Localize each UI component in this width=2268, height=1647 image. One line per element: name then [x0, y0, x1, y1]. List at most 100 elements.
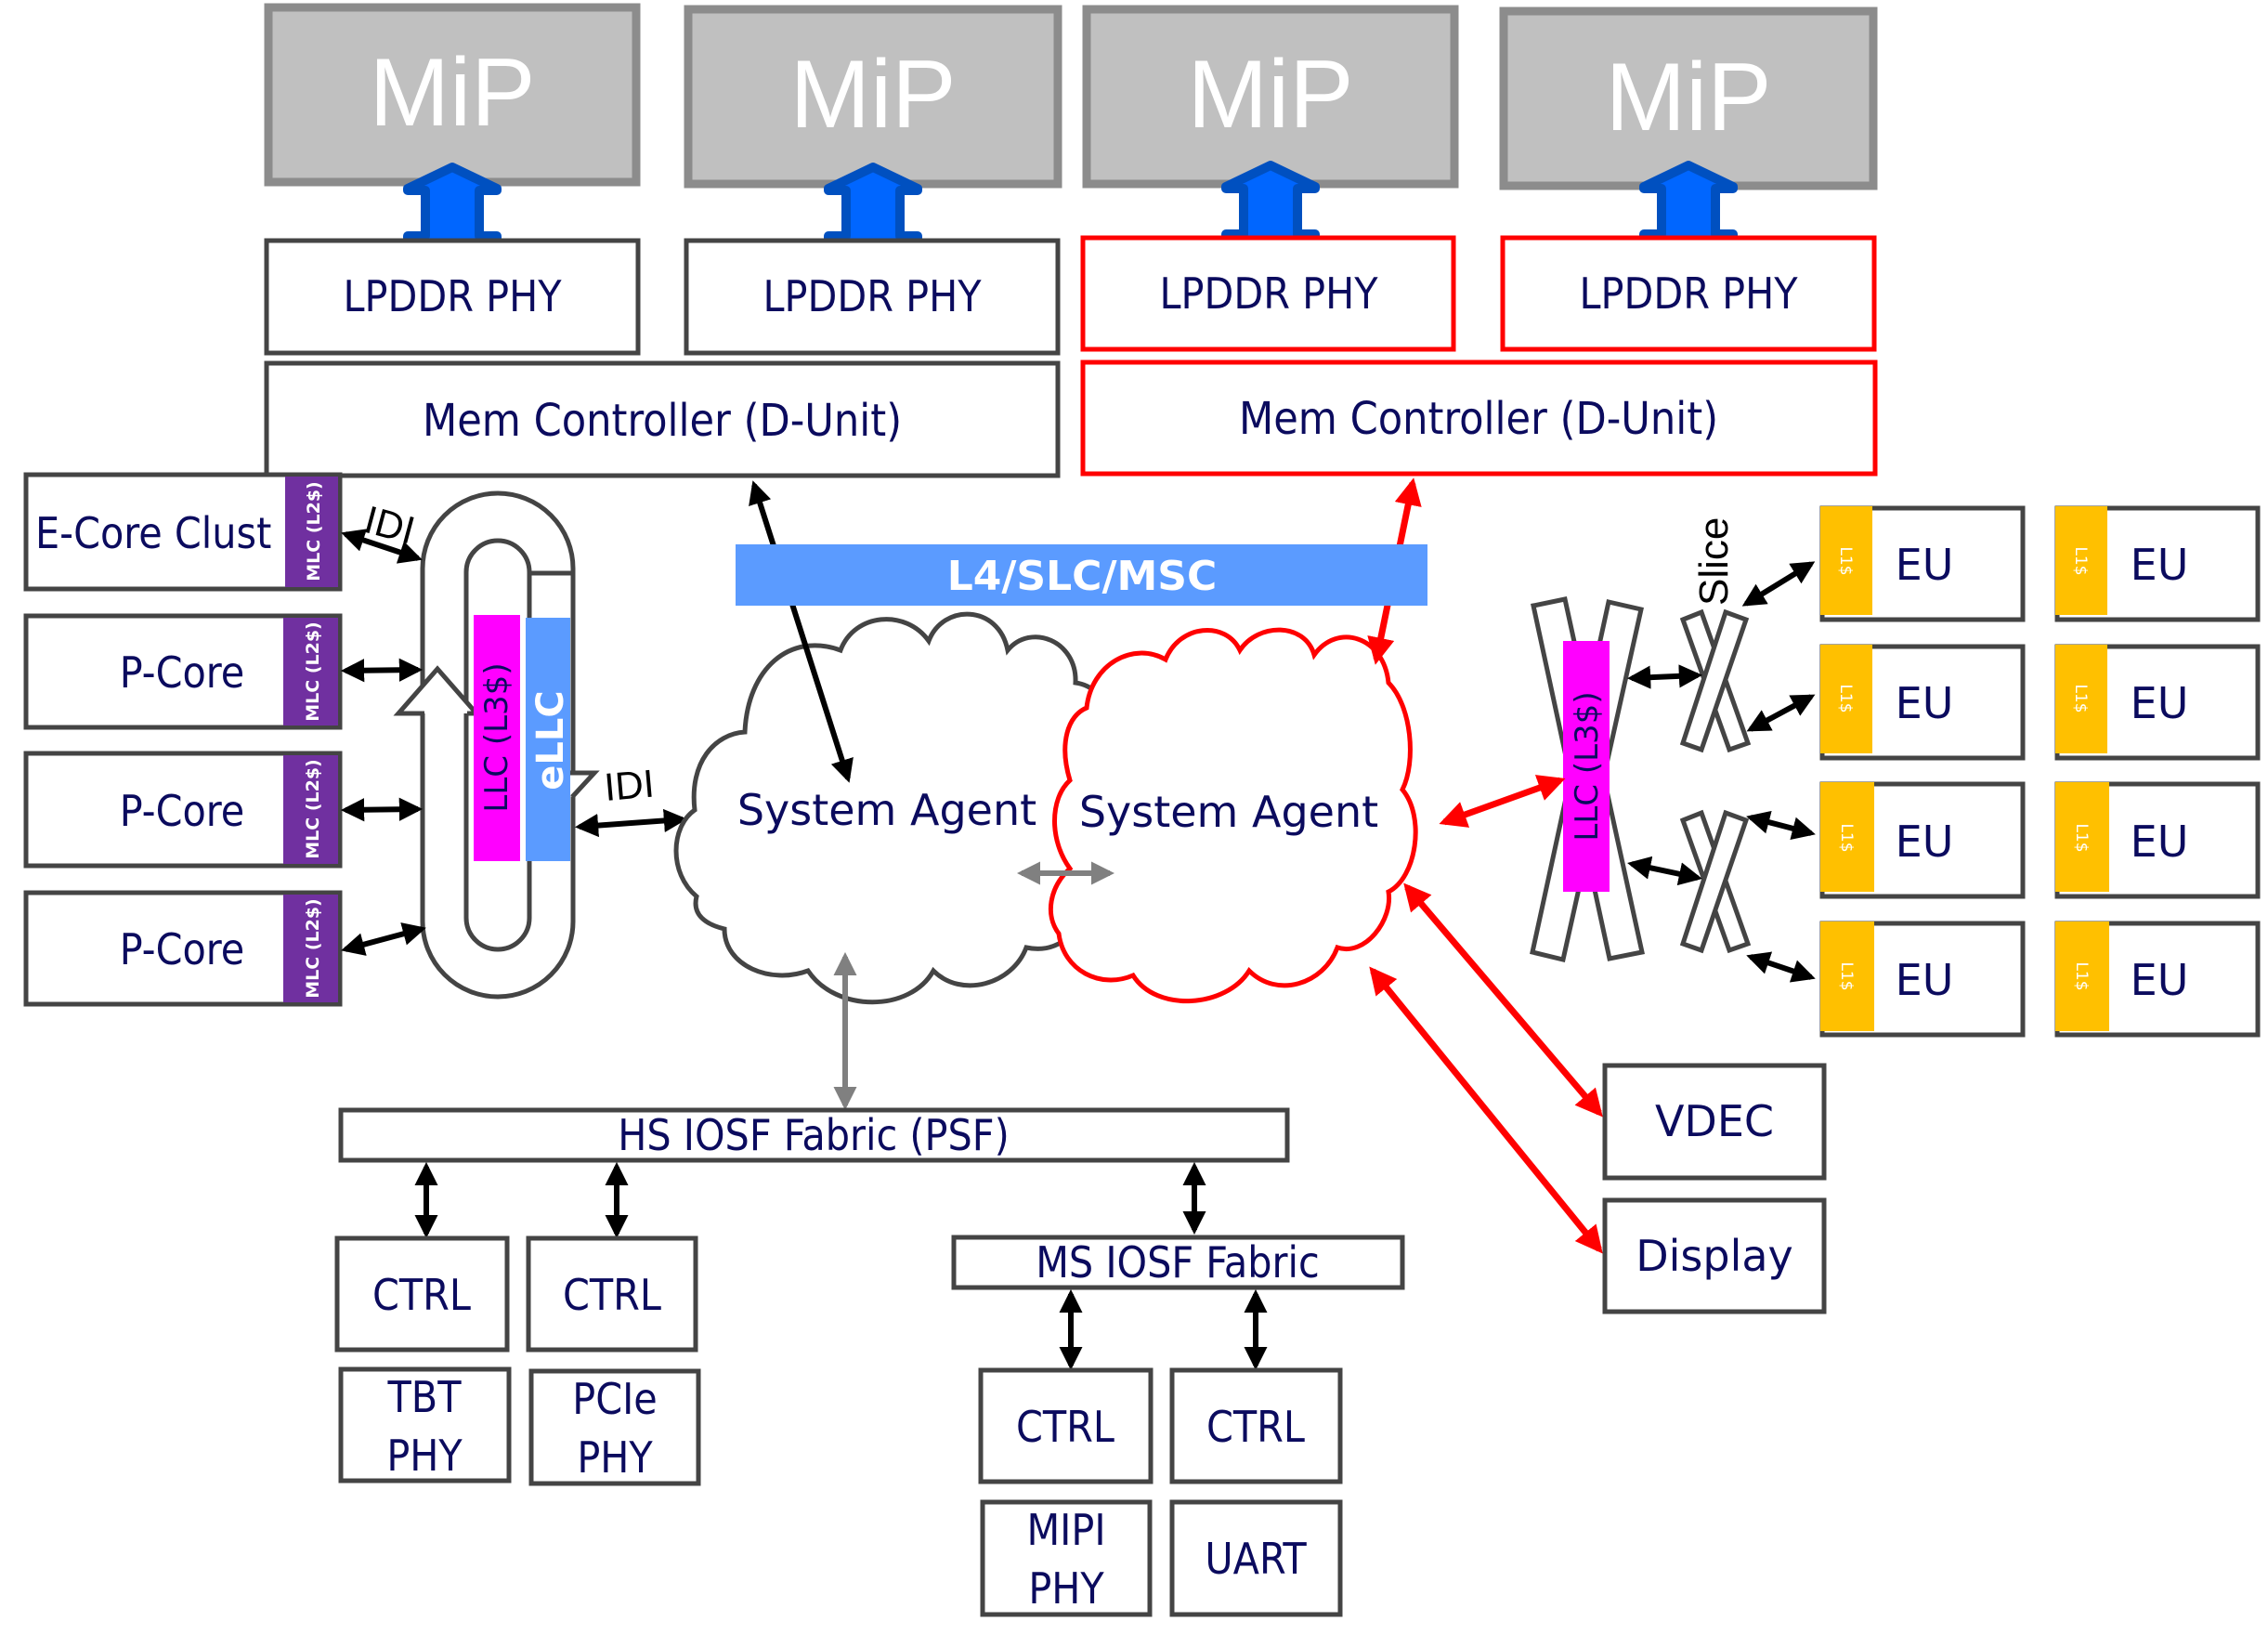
- phy-label-line2: PHY: [1028, 1563, 1104, 1614]
- eu-block: L1$ EU: [1819, 644, 2026, 761]
- mlc-cache: [283, 895, 338, 1002]
- ring-caches: LLC (L3$) eLLC: [474, 615, 572, 861]
- system-agent-cloud-highlighted: System Agent: [1048, 627, 1418, 1003]
- gpu-llc-label: LLC (L3$): [1569, 691, 1606, 841]
- idi-arrow: [340, 658, 424, 683]
- gpu-slice: LLC (L3$) Slice L1$ EU: [1530, 505, 2261, 1038]
- hs-iosf-fabric: HS IOSF Fabric (PSF): [338, 1107, 1290, 1163]
- mip-package: MiP: [684, 5, 1062, 189]
- core-block-p-core: P-Core MLC (L2$): [23, 613, 343, 730]
- slice-label: Slice: [1691, 517, 1737, 606]
- eu-block: L1$ EU: [1819, 781, 2026, 899]
- lpddr-phy-label: LPDDR PHY: [1160, 268, 1379, 319]
- display-label: Display: [1636, 1231, 1793, 1281]
- mip-label: MiP: [369, 39, 535, 147]
- vdec-block: VDEC: [1602, 1063, 1827, 1181]
- mlc-cache: [283, 618, 338, 725]
- slice-switch-icon: [1679, 608, 1752, 753]
- l1-cache: [2055, 922, 2109, 1031]
- idi-arrow: [341, 922, 426, 956]
- ctrl-label: CTRL: [1206, 1402, 1305, 1452]
- slice-switch-icon: [1679, 809, 1752, 954]
- eu-block: L1$ EU: [2054, 781, 2261, 899]
- mem-controller-highlighted: Mem Controller (D-Unit): [1080, 359, 1878, 477]
- ms-controller: CTRL UART: [1169, 1367, 1343, 1617]
- eu-block: L1$ EU: [1819, 921, 2026, 1038]
- cloud-shape: [1048, 627, 1418, 1003]
- ellc-bar: [526, 618, 570, 861]
- idi-arrow: [341, 529, 423, 564]
- eu-label: EU: [2131, 817, 2189, 867]
- switch-eu-arrow: [1746, 810, 1816, 841]
- l1-cache: [1820, 922, 1874, 1031]
- mip-phy-connectors: [403, 161, 1738, 263]
- l1-cache: [2055, 645, 2107, 753]
- switch-eu-arrow: [1746, 694, 1816, 732]
- core-label: P-Core: [120, 786, 245, 836]
- core-ring-arrows: [340, 529, 688, 956]
- mlc-cache: [285, 477, 338, 587]
- gpu-llc-bar: [1563, 641, 1610, 892]
- mem-controller-label: Mem Controller (D-Unit): [423, 395, 902, 447]
- l1-cache: [2055, 506, 2107, 615]
- ms-controller: CTRL MIPI PHY: [978, 1367, 1154, 1617]
- switch-eu-arrow: [1746, 951, 1816, 983]
- mlc-label: MLC (L2$): [303, 621, 323, 722]
- eu-block: L1$ EU: [2054, 644, 2261, 761]
- system-agent-label: System Agent: [1079, 787, 1378, 837]
- eu-label: EU: [2131, 540, 2189, 590]
- memctrl-sa-arrow: [749, 480, 854, 783]
- l1-cache: [2055, 782, 2109, 892]
- mip-package: MiP: [264, 3, 641, 187]
- hs-controller: CTRL TBT PHY: [334, 1235, 512, 1484]
- ctrl-label: CTRL: [372, 1270, 471, 1320]
- xbar-switch-arrow: [1626, 664, 1703, 689]
- mlc-label: MLC (L2$): [303, 898, 323, 999]
- l1-cache: [1820, 506, 1872, 615]
- display-block: Display: [1602, 1197, 1827, 1314]
- mip-row: MiP MiP MiP MiP: [264, 3, 1878, 190]
- lpddr-phy-highlighted: LPDDR PHY: [1080, 235, 1456, 352]
- eu-label: EU: [2131, 678, 2189, 728]
- eu-label: EU: [1896, 955, 1954, 1005]
- eu-label: EU: [1896, 540, 1954, 590]
- eu-block: L1$ EU: [2054, 505, 2261, 622]
- ms-fabric-label: MS IOSF Fabric: [1036, 1237, 1320, 1288]
- lpddr-phy-highlighted: LPDDR PHY: [1500, 235, 1877, 352]
- system-agent-cloud: System Agent: [673, 611, 1121, 1005]
- eu-grid: L1$ EU L1$ EU L1$ EU L1$ EU: [1819, 505, 2261, 1038]
- l1-label: L1$: [1836, 684, 1855, 712]
- lpddr-phy: LPDDR PHY: [264, 238, 641, 356]
- eu-label: EU: [2131, 955, 2189, 1005]
- vdec-label: VDEC: [1655, 1096, 1774, 1146]
- llc-label: LLC (L3$): [478, 662, 515, 812]
- l1-label: L1$: [2071, 546, 2090, 575]
- ctrl-label: CTRL: [1016, 1402, 1114, 1452]
- l1-label: L1$: [2072, 823, 2091, 852]
- sa-gpu-arrow: [1439, 775, 1566, 828]
- core-label: P-Core: [120, 647, 245, 698]
- mip-package: MiP: [1082, 5, 1459, 189]
- phy-label-line2: PHY: [386, 1431, 463, 1481]
- ms-ctrl-arrows: [1059, 1288, 1268, 1371]
- mip-label: MiP: [1605, 44, 1771, 151]
- llc-l3-bar: [474, 615, 520, 861]
- idi-label-right: IDI: [603, 761, 657, 808]
- mem-controller-label: Mem Controller (D-Unit): [1239, 393, 1718, 445]
- lpddr-phy-label: LPDDR PHY: [344, 271, 563, 321]
- mlc-label: MLC (L2$): [303, 759, 323, 859]
- eu-block: L1$ EU: [1819, 505, 2026, 622]
- idi-arrow: [340, 797, 424, 822]
- phy-label-line2: PHY: [577, 1432, 653, 1483]
- idi-arrow-sa: [574, 808, 688, 838]
- hs-controller: CTRL PCIe PHY: [526, 1235, 701, 1486]
- ring-direction-arrow-icon: [393, 665, 482, 716]
- l1-label: L1$: [1837, 823, 1856, 852]
- l1-label: L1$: [1837, 961, 1856, 990]
- eu-label: EU: [1896, 817, 1954, 867]
- l1-label: L1$: [2072, 961, 2091, 990]
- ms-iosf-fabric: MS IOSF Fabric: [951, 1235, 1405, 1290]
- phy-label-line1: PCIe: [572, 1374, 658, 1424]
- lpddr-phy-row: LPDDR PHY LPDDR PHY LPDDR PHY LPDDR PHY: [264, 235, 1877, 356]
